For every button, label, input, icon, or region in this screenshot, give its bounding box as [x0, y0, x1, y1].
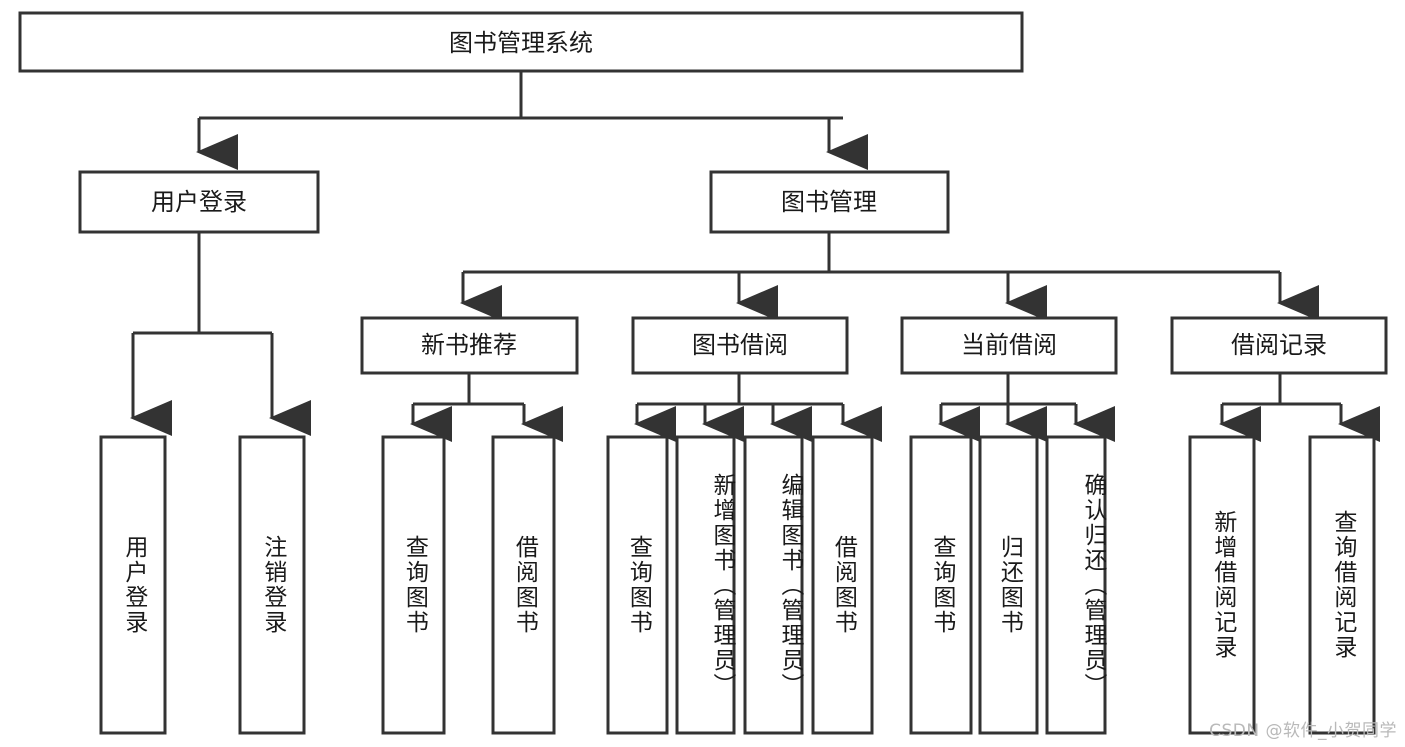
connector-borrowrecord-to-leaves	[1219, 373, 1380, 442]
node-book-manage-label: 图书管理	[781, 188, 877, 216]
node-new-book-recommend-label: 新书推荐	[421, 331, 517, 359]
node-user-login[interactable]: 用户登录	[78, 170, 320, 234]
node-new-book-recommend[interactable]: 新书推荐	[360, 316, 579, 375]
node-leaf-return-book[interactable]	[978, 435, 1039, 735]
connector-bookmanage-to-level3	[460, 232, 1319, 321]
node-user-login-label: 用户登录	[151, 188, 247, 216]
node-book-borrow[interactable]: 图书借阅	[631, 316, 849, 375]
node-leaf-add-book[interactable]	[675, 435, 736, 735]
csdn-watermark: CSDN @软件_小贺同学	[1209, 721, 1397, 741]
node-borrow-record-label: 借阅记录	[1231, 331, 1327, 359]
node-leaf-user-logout[interactable]	[238, 435, 306, 735]
node-book-borrow-label: 图书借阅	[692, 331, 788, 359]
node-leaf-confirm-return[interactable]	[1045, 435, 1107, 735]
node-leaf-borrow-book-2[interactable]	[811, 435, 874, 735]
connector-root-to-level2	[196, 71, 868, 170]
node-leaf-query-book-1[interactable]	[381, 435, 446, 735]
node-leaf-query-book-2[interactable]	[606, 435, 669, 735]
node-leaf-query-record[interactable]	[1308, 435, 1376, 735]
node-leaf-query-book-3[interactable]	[909, 435, 973, 735]
node-borrow-record[interactable]: 借阅记录	[1170, 316, 1388, 375]
connector-bookborrow-to-leaves	[634, 373, 882, 442]
node-leaf-edit-book[interactable]	[743, 435, 804, 735]
node-current-borrow-label: 当前借阅	[961, 331, 1057, 359]
node-book-manage[interactable]: 图书管理	[709, 170, 950, 234]
connector-newbook-to-leaves	[410, 373, 563, 442]
node-root[interactable]: 图书管理系统	[18, 11, 1024, 73]
connector-currentborrow-to-leaves	[938, 373, 1115, 442]
connector-userlogin-to-leaves	[130, 232, 311, 436]
node-current-borrow[interactable]: 当前借阅	[900, 316, 1118, 375]
node-leaf-borrow-book-1[interactable]	[491, 435, 556, 735]
node-leaf-user-login[interactable]	[99, 435, 167, 735]
node-leaf-add-record[interactable]	[1188, 435, 1256, 735]
node-root-label: 图书管理系统	[449, 29, 593, 57]
